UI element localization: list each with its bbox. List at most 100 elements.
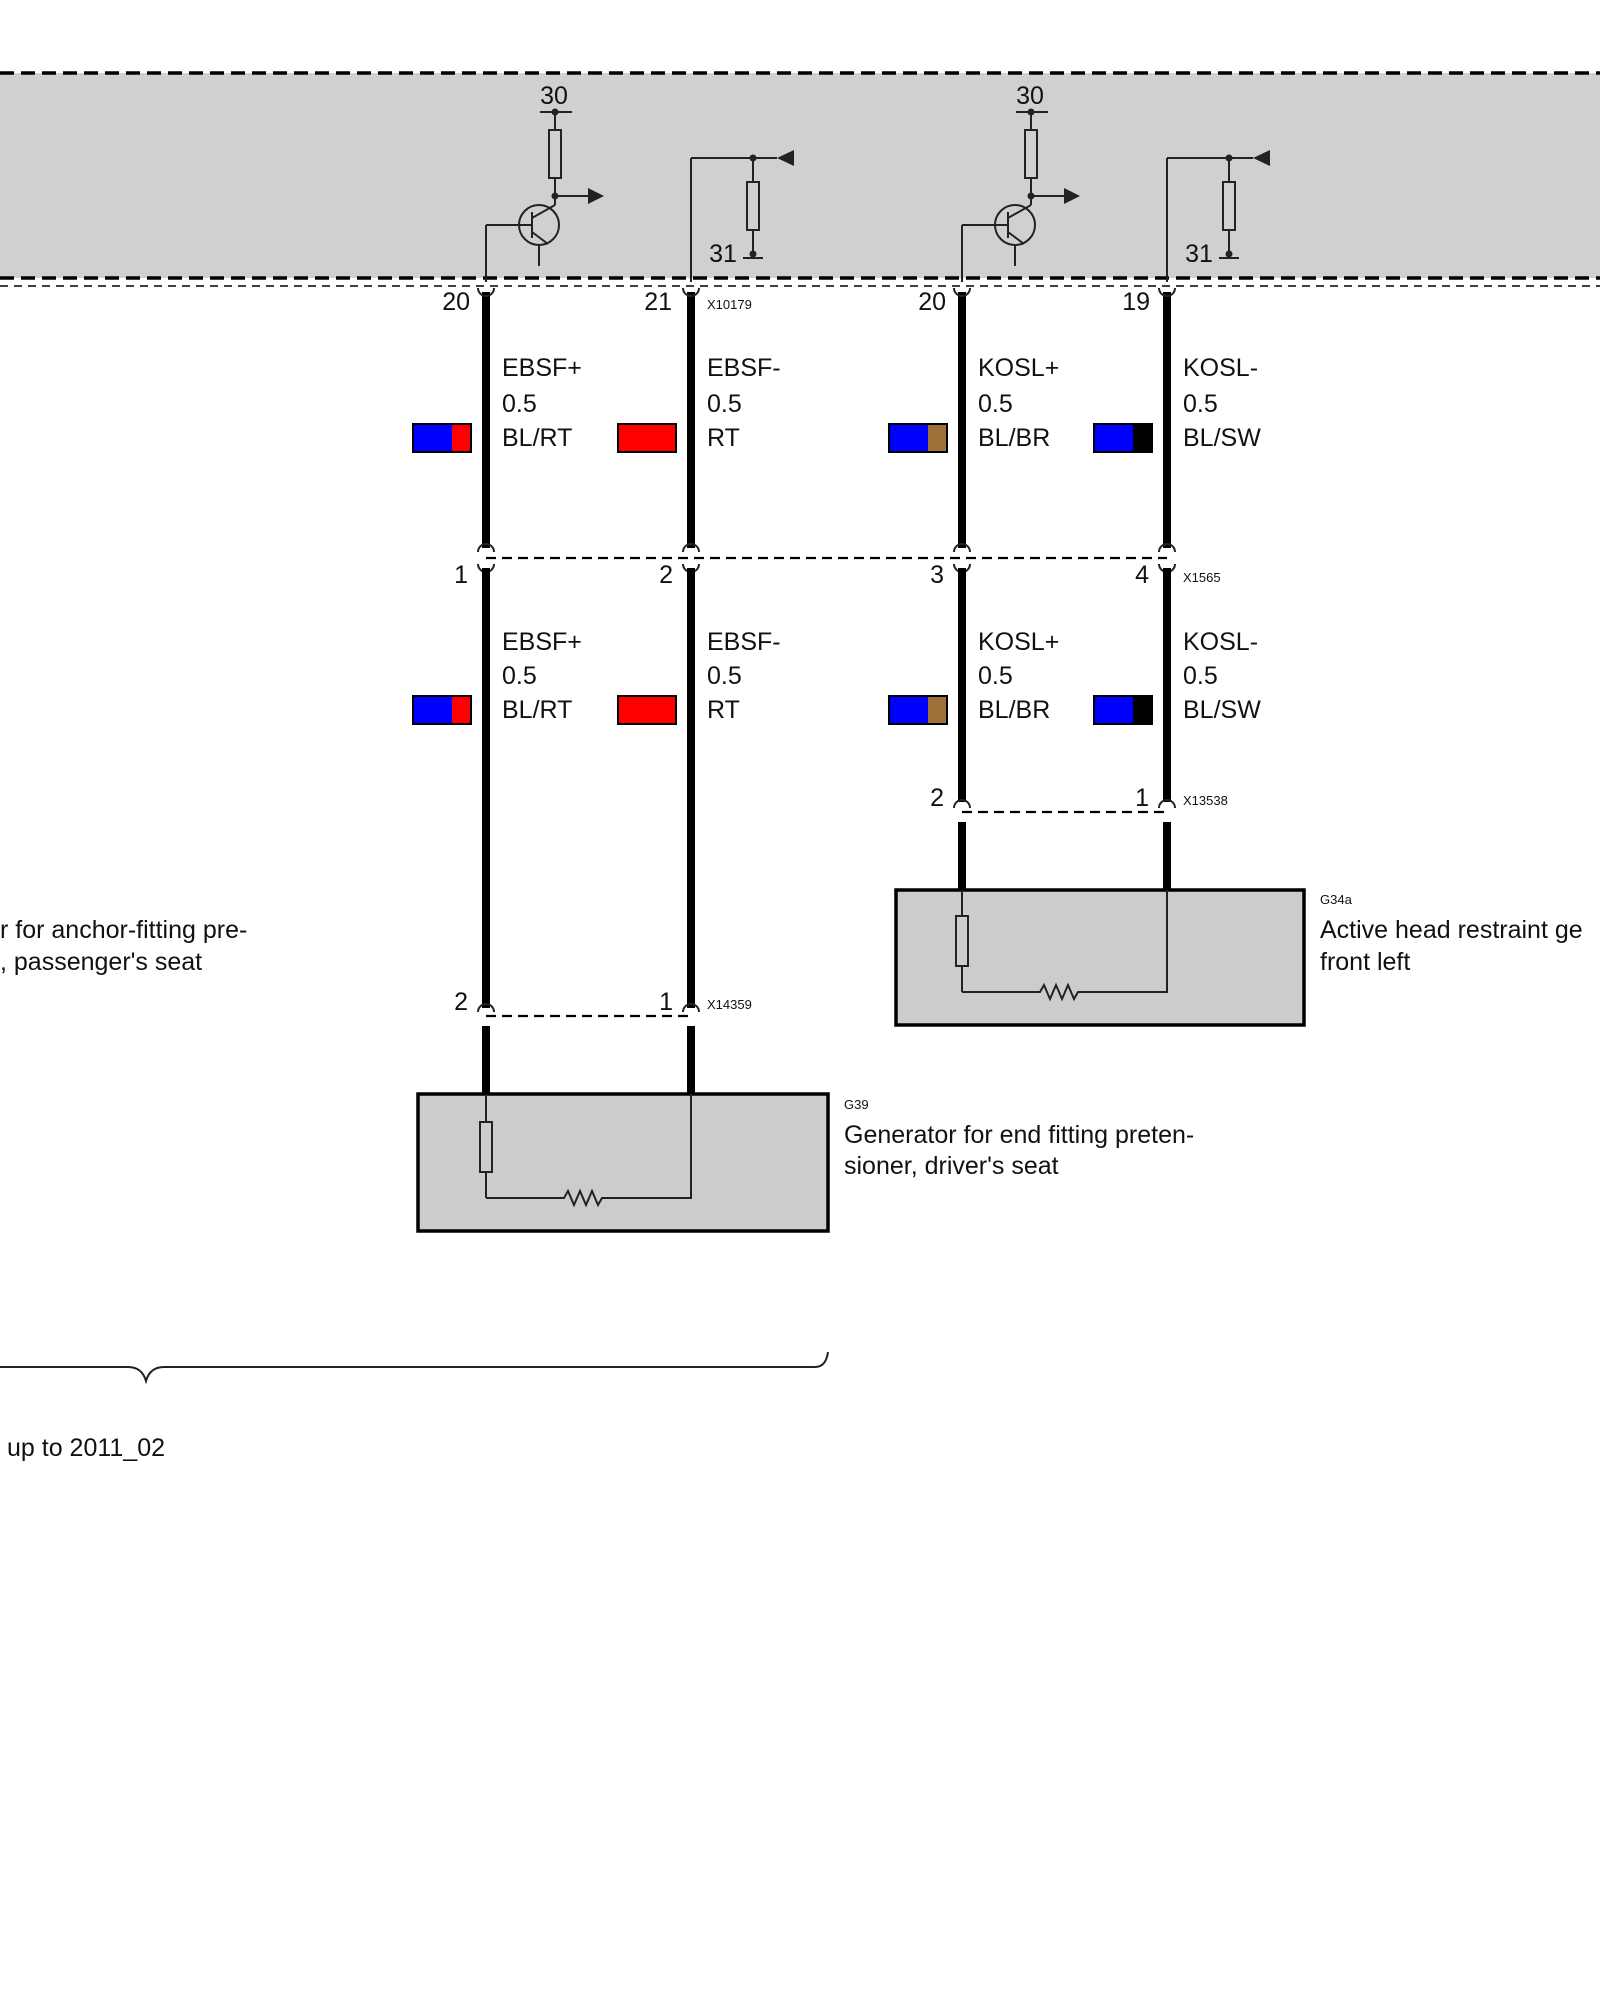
wire-gauge: 0.5 [978,662,1013,690]
pin-plug-icon [682,543,700,553]
connector-name: X13538 [1183,793,1228,808]
validity-brace: up to 2011_02 [0,1351,829,1462]
swatch-segment [1133,696,1152,724]
swatch-segment [928,696,947,724]
component-description: r for anchor-fitting pre- [0,916,247,944]
input-stage-ebsf: 31 [690,150,794,282]
component-g34a: G34a Active head restraint ge front left [894,888,1583,1027]
output-stage-kosl: 30 [961,82,1080,282]
supply-terminal-label: 30 [1016,82,1044,110]
control-unit-body [0,73,1600,278]
pin-label: 2 [659,561,673,589]
validity-note: up to 2011_02 [7,1434,165,1462]
swatch-segment [889,696,928,724]
wire-color-swatch [1093,695,1153,725]
swatch-border [1093,423,1153,453]
component-g39: G39 Generator for end fitting preten- si… [416,1092,1194,1233]
pin-label: 1 [659,988,673,1016]
wire-gauge: 0.5 [707,390,742,418]
wire-label-ebsf-plus: EBSF+ 0.5 BL/RT [412,628,582,725]
connector-name: X14359 [707,997,752,1012]
node-dot [1225,250,1233,258]
wire-color-code: BL/RT [502,696,572,724]
pin-label: 19 [1122,288,1150,316]
swatch-border [617,423,677,453]
wire-label-kosl-plus: KOSL+ 0.5 BL/BR [888,628,1059,725]
swatch-segment [452,696,471,724]
signal-name: KOSL- [1183,628,1258,656]
swatch-segment [413,424,452,452]
output-arrow-icon [1064,188,1080,204]
connector-name: X10179 [707,297,752,312]
wire-segment [1007,204,1032,219]
brace-icon [0,1351,829,1385]
wire-gauge: 0.5 [707,662,742,690]
signal-name: KOSL+ [978,628,1059,656]
wire-label-kosl-minus: KOSL- 0.5 BL/SW [1093,354,1261,453]
pin-label: 2 [454,988,468,1016]
ground-terminal-label: 31 [1185,240,1213,268]
resistor-symbol [1222,181,1236,231]
wire-segment [531,204,556,219]
igniter-symbol [479,1121,493,1173]
input-arrow-icon [777,150,794,166]
wire-color-swatch [617,423,677,453]
wire-labels-upper: EBSF+ 0.5 BL/RT EBSF- 0.5 RT KOSL+ 0.5 B… [412,354,1261,453]
wire-labels-lower: EBSF+ 0.5 BL/RT EBSF- 0.5 RT KOSL+ 0.5 B… [412,628,1261,725]
wire-segment-upper [477,287,1176,548]
wire-label-kosl-plus: KOSL+ 0.5 BL/BR [888,354,1059,453]
pin-label: 4 [1135,561,1149,589]
signal-name: KOSL- [1183,354,1258,382]
component-description: front left [1320,948,1410,976]
wire-color-code: BL/SW [1183,696,1261,724]
swatch-segment [1133,424,1152,452]
heating-element-icon [486,1094,692,1208]
pin-label: 1 [454,561,468,589]
wire-color-swatch [412,423,472,453]
component-id: G39 [844,1097,869,1112]
pin-plug-icon [477,543,495,553]
component-description: , passenger's seat [0,948,202,976]
wire-color-swatch [1093,423,1153,453]
swatch-border [888,423,948,453]
wire-label-ebsf-plus: EBSF+ 0.5 BL/RT [412,354,582,453]
swatch-segment [928,424,947,452]
pin-label: 20 [442,288,470,316]
wire-segment-lower [482,568,1171,1008]
signal-name: EBSF+ [502,354,582,382]
pin-socket-icon [1158,287,1176,297]
connector-x13538: 2 1 X13538 [930,784,1228,890]
connector-x14359: 2 1 X14359 [454,988,752,1094]
pin-plug-icon [477,1003,495,1013]
supply-terminal-label: 30 [540,82,568,110]
wire-color-code: RT [707,696,740,724]
resistor-symbol [1024,129,1038,179]
igniter-symbol [955,915,969,967]
component-passenger-description: r for anchor-fitting pre- , passenger's … [0,916,247,976]
swatch-segment [1094,696,1133,724]
swatch-segment [413,696,452,724]
component-description: Generator for end fitting preten- [844,1121,1194,1149]
wire-segment [1007,231,1025,245]
pin-label: 3 [930,561,944,589]
swatch-border [888,695,948,725]
pin-label: 20 [918,288,946,316]
swatch-segment [452,424,471,452]
swatch-segment [618,696,676,724]
signal-name: EBSF+ [502,628,582,656]
wire-color-swatch [888,695,948,725]
pin-label: 21 [644,288,672,316]
pin-plug-icon [1158,543,1176,553]
input-arrow-icon [1253,150,1270,166]
component-id: G34a [1320,892,1353,907]
pin-plug-icon [682,1003,700,1013]
swatch-border [1093,695,1153,725]
pin-plug-icon [953,543,971,553]
signal-name: KOSL+ [978,354,1059,382]
signal-name: EBSF- [707,628,781,656]
wire-color-code: BL/BR [978,424,1050,452]
pin-plug-icon [953,799,971,809]
swatch-segment [618,424,676,452]
wire-color-code: BL/SW [1183,424,1261,452]
wire-label-ebsf-minus: EBSF- 0.5 RT [617,354,781,453]
